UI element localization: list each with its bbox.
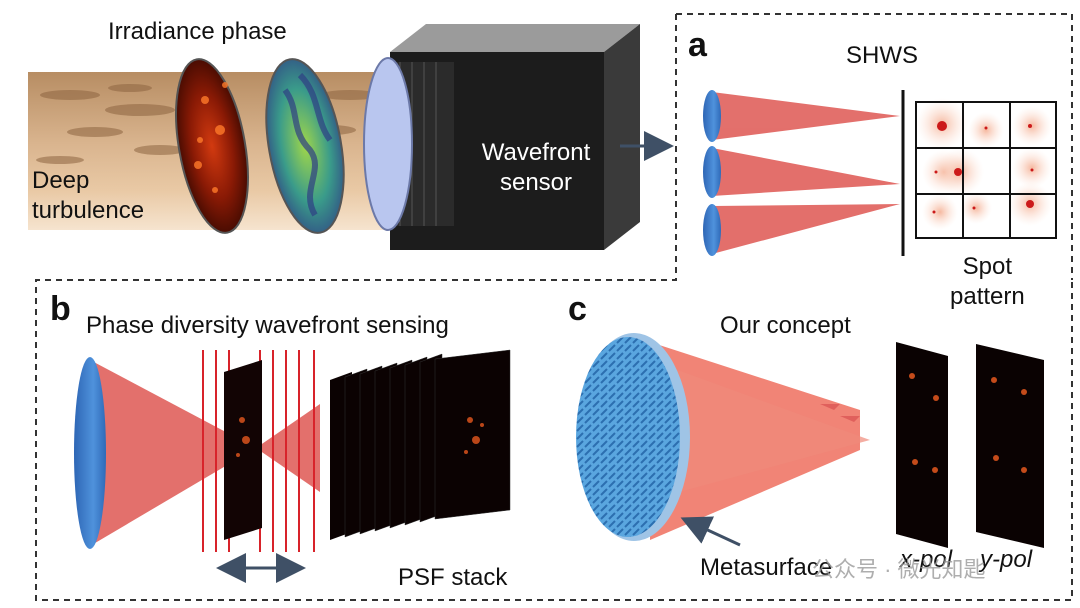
meta-beam-2 xyxy=(650,360,870,500)
pd-lens xyxy=(74,357,106,549)
sensor-side-face xyxy=(604,24,640,250)
meta-beam-focus xyxy=(820,404,860,422)
phase-streaks xyxy=(282,72,333,217)
lenslet-beams xyxy=(712,92,900,254)
irradiance-disk xyxy=(175,58,249,234)
sensor-top-face xyxy=(390,24,640,52)
watermark: 公众号 · 微光知匙 xyxy=(812,557,986,582)
irradiance-phase-label: Irradiance phase xyxy=(108,18,287,45)
metasurface-arrow xyxy=(680,516,741,547)
deep-turbulence-label: Deep turbulence xyxy=(32,167,145,224)
panel-a-border-left xyxy=(35,14,1073,601)
x-pol-label: x-pol xyxy=(900,546,953,573)
panel-c-letter: c xyxy=(568,290,587,328)
pd-psf-speckle xyxy=(236,417,250,457)
panel-a-border xyxy=(676,13,1073,280)
panel-a-letter: a xyxy=(688,26,707,64)
irradiance-speckles xyxy=(194,82,228,193)
wavefront-sensor-label: Wavefront sensor xyxy=(481,139,591,196)
shws-label: SHWS xyxy=(846,42,918,69)
metasurface-disk xyxy=(576,337,680,537)
spot-pattern-label: Spot pattern xyxy=(950,253,1025,310)
panel-b-title: Phase diversity wavefront sensing xyxy=(86,312,449,339)
spot-grid xyxy=(915,98,1057,239)
psf-stack-label: PSF stack xyxy=(398,564,508,591)
lenslet-array xyxy=(703,90,721,256)
pd-detector-frame xyxy=(224,360,262,540)
psf-stack-frames xyxy=(330,349,511,540)
panel-c-title: Our concept xyxy=(720,312,851,339)
x-pol-image xyxy=(896,342,948,548)
pd-beam-converging xyxy=(90,360,256,546)
metasurface-label: Metasurface xyxy=(700,554,833,581)
y-pol-image xyxy=(976,344,1044,548)
panel-b-letter: b xyxy=(50,290,71,328)
y-pol-label: y-pol xyxy=(980,546,1033,573)
sensor-lens-glass xyxy=(363,57,413,231)
pd-beam-diverging xyxy=(256,404,320,492)
